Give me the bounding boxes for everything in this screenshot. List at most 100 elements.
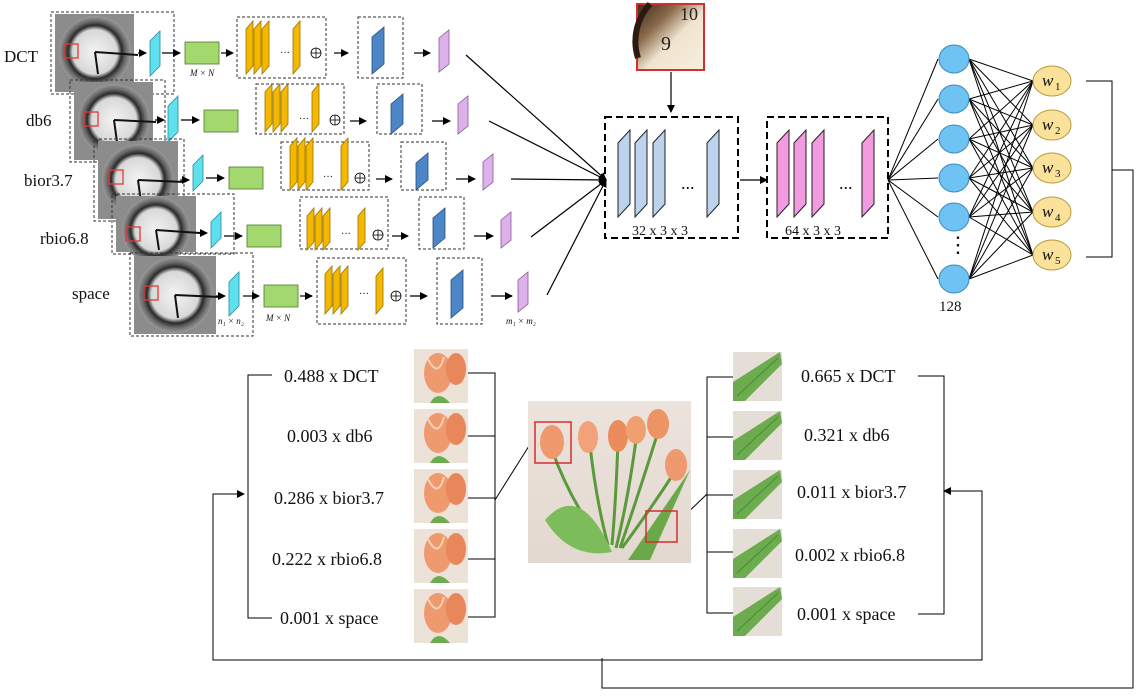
fc-edge: [968, 98, 1034, 126]
fc-edge: [968, 80, 1034, 218]
fc-edge: [968, 80, 1034, 100]
hidden-node-3: [938, 124, 970, 154]
weight-node-5: [1032, 239, 1072, 271]
leaf-crop-2: [733, 411, 782, 460]
fc-edge: [968, 167, 1034, 218]
right-coef-5: 0.001 x space: [797, 604, 895, 624]
conv-block-32: ...: [604, 116, 739, 239]
branch-rows: ··· ···: [50, 11, 529, 337]
tulip-crops: [414, 349, 468, 643]
branch-row-dct: ···: [50, 11, 450, 95]
fc-edge: [968, 138, 1034, 256]
weight-node-3: [1032, 152, 1072, 184]
fc-edge: [968, 177, 1034, 213]
leaf-crop-4: [733, 529, 782, 578]
fc-edge: [968, 80, 1034, 179]
conv1-label: 32 x 3 x 3: [632, 224, 688, 239]
branch-label-dct: DCT: [4, 47, 39, 66]
branch-label-bior37: bior3.7: [24, 171, 73, 190]
weight-label-5: w: [1042, 245, 1054, 264]
branch-label-space: space: [72, 284, 110, 303]
clock-digit-9: 9: [661, 33, 671, 55]
fc-edge: [968, 177, 1034, 256]
weight-node-4: [1032, 196, 1072, 228]
tulip-crop-1: [414, 349, 468, 403]
conv1-ellipsis: ...: [681, 173, 695, 193]
weight-subscript-4: 4: [1055, 212, 1061, 224]
weight-subscript-3: 3: [1055, 168, 1061, 180]
fc-edge: [968, 124, 1034, 218]
clock-crop-image: 10 9: [632, 1, 705, 71]
left-coef-5: 0.001 x space: [280, 608, 378, 628]
fc-edge: [968, 124, 1034, 280]
dim-middle: M × N: [265, 313, 291, 323]
conv-block-64: ...: [766, 116, 889, 239]
leaf-crop-3: [733, 470, 782, 519]
tulip-crop-2: [414, 409, 468, 463]
hidden-node-6: [938, 264, 970, 294]
weight-subscript-1: 1: [1055, 81, 1061, 93]
merge-arrows: [465, 54, 607, 296]
fc-input-edge: [887, 179, 939, 218]
fc-input-edge: [887, 138, 939, 181]
dim-input: n₁ × n₂: [218, 316, 244, 326]
leaf-crop-5: [733, 587, 782, 636]
branch-label-db6: db6: [26, 111, 52, 130]
conv2-label: 64 x 3 x 3: [785, 224, 841, 239]
fc-edge: [968, 80, 1034, 140]
right-coef-4: 0.002 x rbio6.8: [795, 545, 905, 565]
weight-label-3: w: [1042, 158, 1054, 177]
weight-subscript-5: 5: [1055, 255, 1061, 267]
fc-edge: [968, 80, 1034, 280]
svg-text:···: ···: [280, 48, 290, 59]
weight-node-1: [1032, 65, 1072, 97]
tulip-crop-5: [414, 589, 468, 643]
fc-edge: [968, 124, 1034, 140]
fc-input-edge: [887, 177, 939, 181]
feedback-lines: [212, 80, 1134, 689]
right-coef-1: 0.665 x DCT: [801, 366, 896, 386]
fc-nodes: [938, 44, 970, 294]
fc-edge: [968, 98, 1034, 256]
hidden-node-2: [938, 84, 970, 114]
weight-label-1: w: [1042, 71, 1054, 90]
fc-edge: [968, 216, 1034, 256]
branch-row-space: ···: [129, 252, 529, 337]
conv2-ellipsis: ...: [839, 173, 853, 193]
fc-edge: [968, 167, 1034, 179]
hidden-node-5: [938, 202, 970, 232]
left-coef-2: 0.003 x db6: [287, 426, 373, 446]
fc-edge: [968, 98, 1034, 213]
branch-row-rbio68: ···: [111, 193, 512, 264]
weight-label-4: w: [1042, 202, 1054, 221]
fc-edge: [968, 58, 1034, 256]
leaf-crops: [733, 352, 782, 636]
clock-digit-10: 10: [680, 4, 698, 24]
weight-node-2: [1032, 109, 1072, 141]
left-coef-1: 0.488 x DCT: [284, 366, 379, 386]
left-coef-4: 0.222 x rbio6.8: [272, 549, 382, 569]
tulip-crop-4: [414, 529, 468, 583]
branch-label-rbio68: rbio6.8: [40, 229, 89, 248]
leaf-crop-1: [733, 352, 782, 401]
fc-hidden-count: 128: [939, 299, 962, 315]
svg-text:···: ···: [359, 289, 369, 300]
fc-input-edge: [887, 98, 939, 181]
fc-dots: ⋮: [947, 232, 969, 257]
fc-edge: [968, 254, 1034, 280]
left-bracket: [247, 372, 535, 619]
hidden-node-1: [938, 44, 970, 74]
right-coef-2: 0.321 x db6: [804, 425, 890, 445]
dim-output: m₁ × m₂: [506, 316, 536, 326]
svg-text:···: ···: [323, 172, 333, 183]
fc-edge: [968, 138, 1034, 169]
tulip-bouquet-image: [528, 401, 691, 563]
fc-edge: [968, 211, 1034, 218]
fc-input-edge: [887, 179, 939, 280]
fc-edge: [968, 138, 1034, 213]
